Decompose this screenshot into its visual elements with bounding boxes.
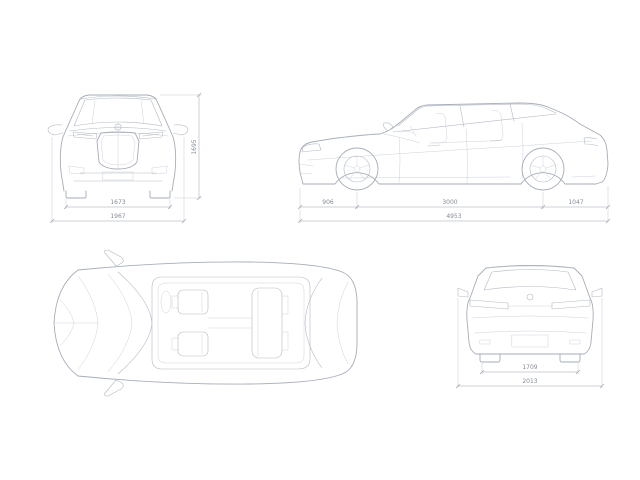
front-windshield [73, 97, 163, 127]
front-windshield-pillars [91, 100, 145, 125]
front-right-intake [151, 165, 168, 175]
top-rear-window [304, 277, 323, 369]
front-left-mirror [47, 124, 64, 136]
length-segment-dimensions: 906 3000 1047 [297, 186, 611, 223]
side-rear-wheel [521, 147, 565, 191]
overall-length-label: 4953 [446, 213, 461, 220]
top-view [53, 249, 358, 397]
front-track-label: 1673 [110, 199, 125, 206]
rear-track-dimension: 1709 [479, 363, 581, 375]
wheelbase-label: 3000 [442, 199, 457, 206]
side-front-wheel [335, 147, 379, 191]
front-right-tire [149, 190, 171, 199]
rear-view: 1709 2013 [455, 265, 605, 389]
top-body-outline [53, 261, 358, 385]
front-grille [96, 131, 140, 170]
front-overhang-label: 906 [322, 199, 334, 206]
side-door-seams [398, 122, 524, 184]
rear-right-tire [559, 353, 581, 363]
rear-roundel-icon [526, 293, 534, 301]
side-taillight [583, 137, 599, 147]
rear-left-reflector [479, 339, 491, 345]
top-cowl-line [107, 273, 133, 373]
rear-window [483, 269, 577, 291]
front-hood-line-2 [67, 132, 169, 137]
front-left-intake [68, 165, 85, 175]
front-roof-line [79, 95, 157, 100]
rear-left-mirror [457, 287, 469, 298]
rear-body-outline [466, 265, 594, 355]
top-roof-glass-inner [157, 282, 305, 364]
front-right-headlight [138, 131, 164, 140]
front-width-label: 1967 [110, 213, 125, 220]
rear-spoiler-line [487, 265, 573, 269]
top-hood-creases [53, 275, 99, 371]
rear-left-tire [479, 353, 501, 363]
brand-roundel-cross [114, 123, 122, 131]
top-steering-wheel [160, 290, 172, 314]
rear-right-reflector [569, 339, 581, 345]
rear-tailgate-lines [471, 315, 589, 334]
top-front-seats [171, 289, 209, 357]
top-roof-panel [151, 276, 311, 370]
top-center-console [207, 317, 253, 329]
overall-length-dimension: 4953 [297, 213, 611, 224]
front-view: 1673 1967 1695 [47, 92, 202, 224]
front-license-plate [102, 171, 134, 181]
side-front-intake [299, 163, 314, 175]
height-dimension: 1695 [160, 92, 202, 201]
rear-overhang-label: 1047 [568, 199, 583, 206]
side-pillars [459, 103, 515, 128]
front-left-tire [65, 190, 87, 199]
front-width-dimension: 1967 [49, 137, 187, 224]
top-right-mirror [104, 379, 124, 397]
rear-width-dimension: 2013 [455, 298, 605, 389]
rear-width-label: 2013 [522, 378, 537, 385]
side-headlight [301, 143, 322, 153]
rear-right-mirror [591, 287, 603, 298]
rear-track-label: 1709 [522, 364, 537, 371]
top-windshield [117, 271, 153, 375]
side-view: 906 3000 1047 4953 [297, 102, 611, 224]
front-right-mirror [172, 124, 189, 136]
top-tail-line [336, 281, 349, 365]
front-grille-inner [100, 132, 136, 170]
height-label: 1695 [191, 139, 198, 154]
side-character-line [307, 140, 597, 179]
front-track-dimension: 1673 [63, 199, 173, 210]
side-interior-sketch [383, 110, 504, 144]
front-bumper-lines [73, 172, 163, 182]
rear-right-taillight [551, 299, 591, 310]
side-window-line [392, 103, 557, 133]
side-mirror [383, 122, 394, 132]
top-rear-bench [251, 287, 289, 359]
side-body-outline [298, 102, 609, 185]
front-left-headlight [72, 131, 98, 140]
front-body-outline [59, 94, 177, 192]
rear-left-taillight [469, 299, 509, 310]
top-left-mirror [104, 249, 124, 267]
rear-license-plate [511, 334, 549, 348]
